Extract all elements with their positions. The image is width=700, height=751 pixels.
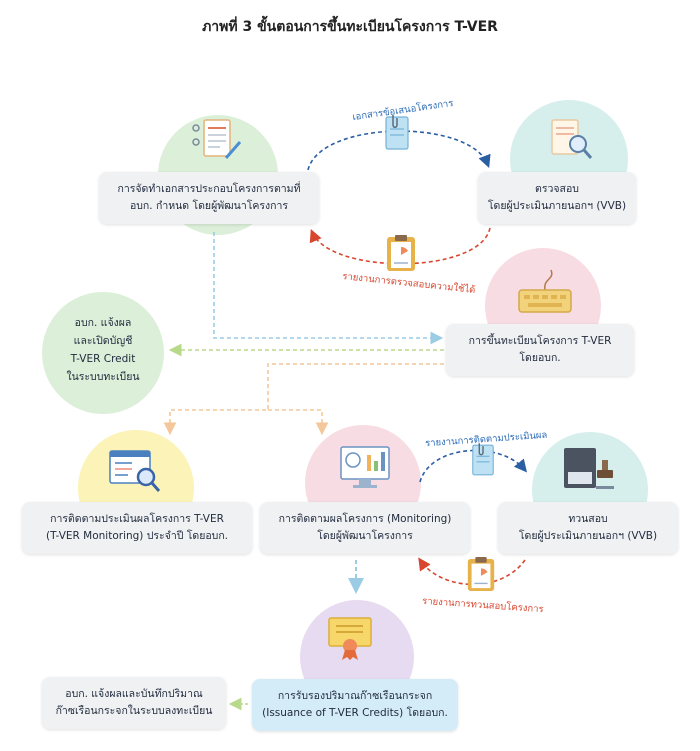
monitoring-line-1: การติดตามผลโครงการ (Monitoring) — [278, 513, 452, 525]
clipboard-chart-icon — [467, 557, 495, 591]
validate-line-2: โดยผู้ประเมินภายนอกฯ (VVB) — [487, 200, 627, 212]
certificate-icon — [328, 617, 372, 660]
notify-account-line-2: และเปิดบัญชี — [73, 335, 133, 347]
notify-account-line-4: ในระบบทะเบียน — [66, 371, 140, 383]
monitor-dashboard-icon — [340, 446, 390, 488]
annual-eval-box: การติดตามประเมินผลโครงการ T-VER (T-VER M… — [22, 502, 252, 554]
prepare-docs-box: การจัดทำเอกสารประกอบโครงการตามที่ อบก. ก… — [99, 172, 319, 224]
validate-box: ตรวจสอบ โดยผู้ประเมินภายนอกฯ (VVB) — [478, 172, 636, 224]
prepare-docs-line-1: การจัดทำเอกสารประกอบโครงการตามที่ — [117, 183, 301, 195]
register-line-2: โดยอบก. — [519, 352, 561, 364]
notify-record-box: อบก. แจ้งผลและบันทึกปริมาณ ก๊าซเรือนกระจ… — [42, 677, 226, 729]
issuance-box: การรับรองปริมาณก๊าซเรือนกระจก (Issuance … — [252, 679, 458, 731]
monitoring-line-2: โดยผู้พัฒนาโครงการ — [317, 530, 413, 542]
webpage-magnifier-icon — [109, 450, 161, 492]
document-magnifier-icon — [551, 119, 593, 159]
clip-document-icon — [385, 115, 409, 150]
notify-account-circle — [42, 292, 164, 414]
stamp-icon — [564, 448, 614, 489]
prepare-to-register-arrow — [213, 232, 444, 345]
verify-line-1: ทวนสอบ — [568, 513, 608, 525]
verify-box: ทวนสอบ โดยผู้ประเมินภายนอกฯ (VVB) — [498, 502, 678, 554]
keyboard-icon — [518, 269, 572, 313]
monitoring-box: การติดตามผลโครงการ (Monitoring) โดยผู้พั… — [260, 502, 470, 554]
verification-report-arrow — [418, 557, 526, 586]
annual-eval-line-1: การติดตามประเมินผลโครงการ T-VER — [50, 513, 224, 525]
monitoring-report-arrow — [419, 449, 528, 483]
issuance-line-1: การรับรองปริมาณก๊าซเรือนกระจก — [277, 690, 433, 702]
clip-document-icon — [472, 443, 494, 476]
verify-line-2: โดยผู้ประเมินภายนอกฯ (VVB) — [518, 530, 658, 542]
clipboard-chart-icon — [387, 235, 415, 271]
notify-account-line-1: อบก. แจ้งผล — [74, 317, 132, 329]
document-pen-icon — [192, 119, 242, 159]
diagram-title: ภาพที่ 3 ขั้นตอนการขึ้นทะเบียนโครงการ T-… — [202, 19, 498, 35]
register-to-split-arrow — [163, 363, 444, 436]
register-line-1: การขึ้นทะเบียนโครงการ T-VER — [468, 335, 612, 347]
notify-record-line-1: อบก. แจ้งผลและบันทึกปริมาณ — [65, 688, 203, 700]
annual-eval-line-2: (T-VER Monitoring) ประจำปี โดยอบก. — [45, 530, 229, 542]
notify-account-line-3: T-VER Credit — [70, 353, 136, 365]
notify-record-line-2: ก๊าซเรือนกระจกในระบบลงทะเบียน — [55, 705, 213, 717]
split-to-monitoring-arrow — [268, 409, 329, 436]
prepare-docs-line-2: อบก. กำหนด โดยผู้พัฒนาโครงการ — [129, 200, 289, 212]
issuance-line-2: (Issuance of T-VER Credits) โดยอบก. — [262, 707, 448, 719]
notify-account-text: อบก. แจ้งผล และเปิดบัญชี T-VER Credit ใน… — [50, 314, 156, 386]
register-box: การขึ้นทะเบียนโครงการ T-VER โดยอบก. — [446, 324, 634, 376]
validate-line-1: ตรวจสอบ — [535, 183, 579, 195]
